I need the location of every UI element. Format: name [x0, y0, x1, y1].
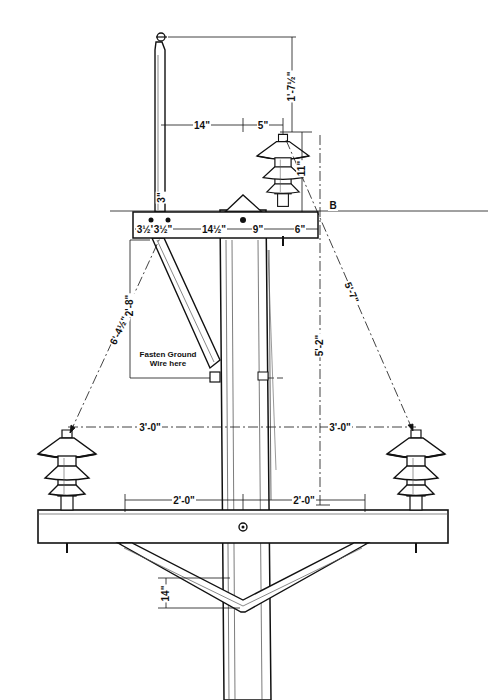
- dimension-label: 11": [297, 159, 308, 176]
- dimension-label: 14": [161, 584, 172, 602]
- left-insulator: [38, 430, 96, 510]
- dimension-label: 3": [156, 191, 167, 203]
- upper-crossarm: [110, 211, 488, 246]
- dimension-label: 9": [252, 224, 264, 235]
- dimension-label: 6'-4½": [107, 313, 130, 347]
- dimension-label: 5'-2": [314, 333, 325, 357]
- dimension-label: 5": [257, 120, 269, 131]
- note-label: Fasten Ground Wire here: [135, 351, 201, 369]
- dimension-label: 14": [193, 120, 211, 131]
- lower-crossarm: [38, 510, 448, 612]
- ground-rod: [152, 33, 268, 382]
- dimension-lines: [68, 37, 416, 608]
- dimension-label: 2'-0": [172, 495, 196, 506]
- dimension-label: 14½": [201, 224, 227, 235]
- dimension-label: 3'-0": [138, 422, 162, 433]
- dimension-label: 3½": [153, 224, 174, 235]
- dimension-label: 2'-0": [292, 495, 316, 506]
- reference-letter: B: [328, 200, 337, 211]
- right-insulator: [387, 430, 445, 510]
- top-insulator: [257, 134, 309, 206]
- dimension-label: 6": [294, 224, 306, 235]
- dimension-label: 1'-7½": [286, 70, 297, 102]
- dimension-label: 5'-7": [342, 279, 362, 305]
- dimension-label: 3'-0": [328, 422, 352, 433]
- dimension-label: 2'-8": [124, 293, 135, 317]
- pole: [220, 195, 271, 700]
